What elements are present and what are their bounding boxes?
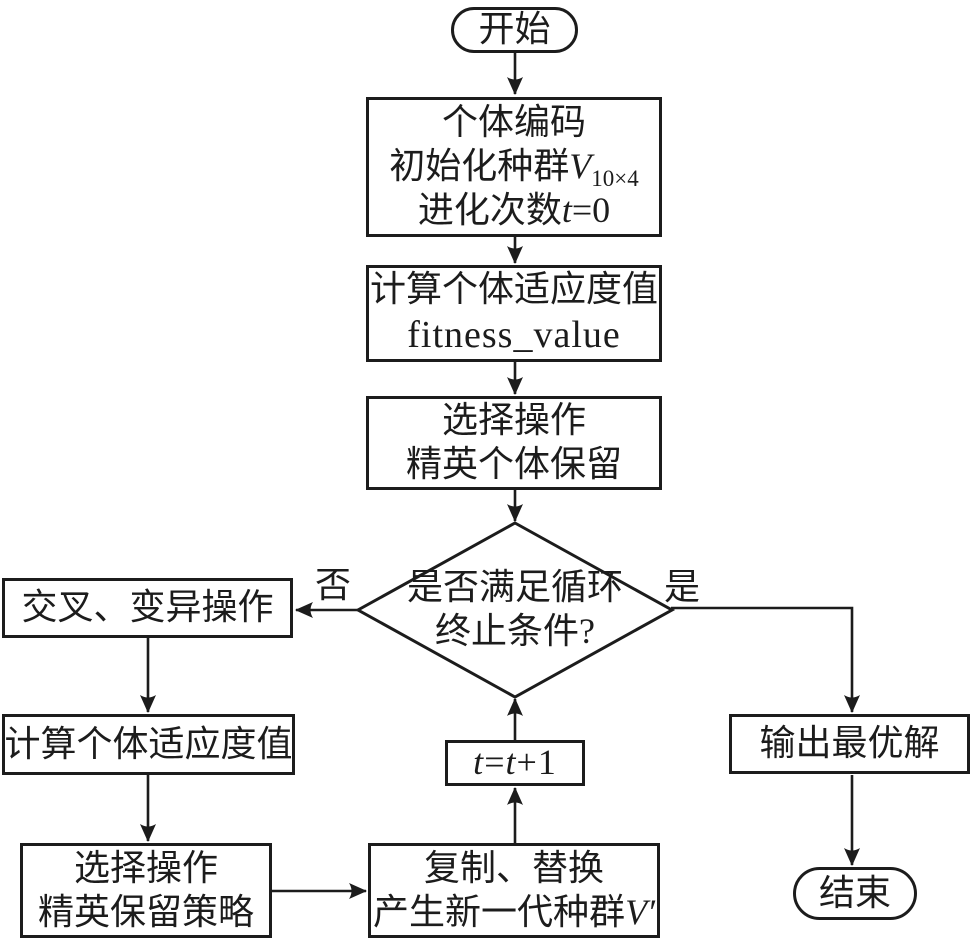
select-line1: 选择操作 bbox=[441, 400, 586, 441]
decision-line1: 是否满足循环 bbox=[406, 567, 623, 608]
select-box: 选择操作 精英个体保留 bbox=[366, 396, 662, 490]
fitness-line2: fitness_value bbox=[407, 314, 621, 357]
iteration-variable: t bbox=[561, 189, 572, 230]
population-subscript: 10×4 bbox=[591, 166, 639, 192]
replace-box: 复制、替换 产生新一代种群V′ bbox=[368, 843, 660, 938]
replace-line1: 复制、替换 bbox=[423, 847, 604, 888]
select-line2: 精英个体保留 bbox=[405, 444, 622, 484]
output-label: 输出最优解 bbox=[759, 723, 940, 764]
decision-text: 是否满足循环 终止条件? bbox=[390, 562, 640, 658]
init-line3: 进化次数t=0 bbox=[418, 189, 610, 233]
increment-var1: t bbox=[473, 742, 485, 783]
replace-line2-text: 产生新一代种群 bbox=[373, 891, 626, 932]
no-branch-label: 否 bbox=[315, 565, 352, 605]
increment-eq: = bbox=[484, 742, 506, 783]
increment-box: t=t+1 bbox=[445, 740, 585, 786]
init-line2-text: 初始化种群 bbox=[389, 146, 570, 187]
crossover-line1: 交叉、变异操作 bbox=[21, 587, 274, 628]
new-population-variable: V bbox=[625, 891, 648, 932]
decision-diamond bbox=[354, 521, 676, 699]
fitness2-line1: 计算个体适应度值 bbox=[4, 723, 293, 764]
start-label: 开始 bbox=[478, 9, 551, 50]
yes-branch-label: 是 bbox=[664, 567, 701, 607]
fitness-box: 计算个体适应度值 fitness_value bbox=[366, 265, 662, 362]
end-label: 结束 bbox=[818, 872, 891, 913]
population-variable: V bbox=[569, 146, 592, 187]
init-line2: 初始化种群V10×4 bbox=[389, 145, 639, 192]
crossover-box: 交叉、变异操作 bbox=[2, 578, 293, 638]
arrow-decision-yes bbox=[671, 606, 860, 713]
init-line1: 个体编码 bbox=[441, 102, 586, 143]
replace-line2: 产生新一代种群V′ bbox=[373, 891, 655, 935]
elite-box: 选择操作 精英保留策略 bbox=[20, 843, 272, 938]
increment-var2: t bbox=[505, 742, 517, 783]
elite-line1: 选择操作 bbox=[73, 847, 218, 888]
init-box: 个体编码 初始化种群V10×4 进化次数t=0 bbox=[366, 97, 662, 237]
elite-line2: 精英保留策略 bbox=[37, 891, 254, 932]
fitness-box-2: 计算个体适应度值 bbox=[2, 714, 295, 775]
increment-expression: t=t+1 bbox=[473, 741, 557, 785]
fitness-line1: 计算个体适应度值 bbox=[369, 269, 658, 310]
init-line3-text: 进化次数 bbox=[417, 189, 562, 230]
init-line3-suffix: =0 bbox=[571, 189, 611, 230]
start-node: 开始 bbox=[451, 7, 578, 53]
output-box: 输出最优解 bbox=[729, 714, 970, 774]
increment-suffix: +1 bbox=[516, 742, 557, 783]
end-node: 结束 bbox=[793, 867, 917, 920]
decision-line2: 终止条件? bbox=[435, 611, 595, 651]
prime-mark: ′ bbox=[647, 891, 655, 932]
